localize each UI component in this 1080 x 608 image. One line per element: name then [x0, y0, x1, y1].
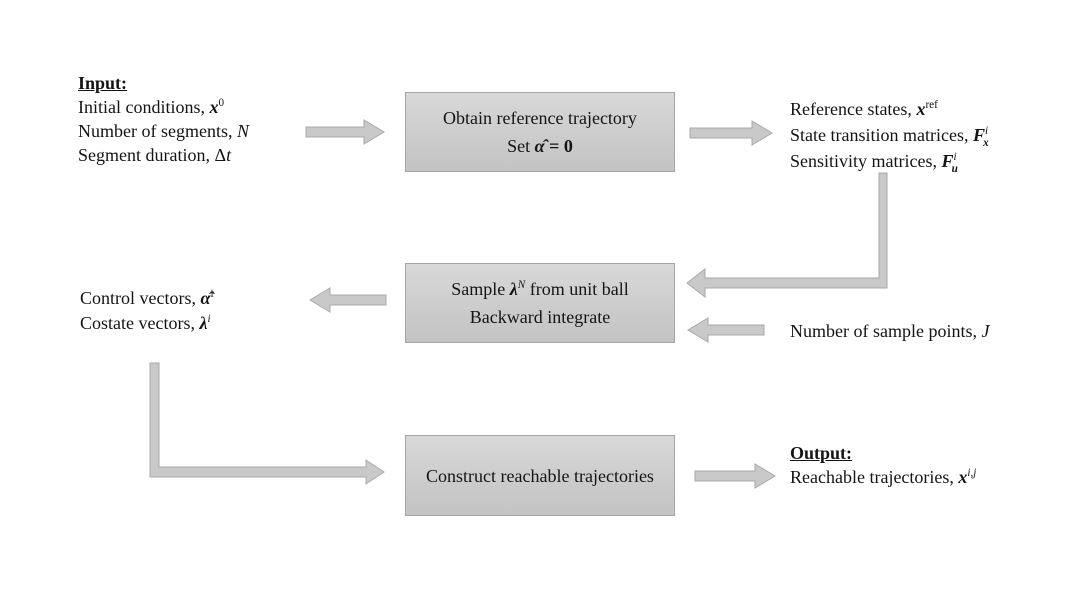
- output-line-reachable-trajectories: Reachable trajectories, xi,j: [790, 467, 977, 487]
- costate-vectors-line: Costate vectors, λi: [80, 313, 211, 333]
- input-line-initial-conditions: Initial conditions, x0: [78, 97, 225, 117]
- arrow-reference-box-to-reference-outputs-icon: [689, 120, 773, 146]
- sensitivity-matrices-line: Sensitivity matrices, Fiu: [790, 151, 958, 175]
- output-heading: Output:: [790, 443, 853, 463]
- reference-trajectory-box: Obtain reference trajectory Set α̂ = 0: [405, 92, 675, 172]
- sample-box-line1: Sample λN from unit ball: [451, 279, 629, 299]
- sample-box-line2: Backward integrate: [469, 307, 611, 327]
- input-line-segment-duration: Segment duration, Δt: [78, 145, 232, 165]
- arrow-reference-outputs-to-sample-box-icon: [686, 172, 888, 299]
- output-block: Output: Reachable trajectories, xi,j: [790, 441, 976, 489]
- arrow-sample-box-to-sample-outputs-icon: [309, 287, 387, 313]
- input-block: Input: Initial conditions, x0 Number of …: [78, 71, 249, 167]
- arrow-construct-box-to-output-icon: [694, 463, 776, 489]
- reference-states-line: Reference states, xref: [790, 99, 938, 119]
- sample-outputs-block: Control vectors, α̂i Costate vectors, λi: [80, 286, 214, 336]
- input-line-number-of-segments: Number of segments, N: [78, 121, 249, 141]
- construct-box: Construct reachable trajectories: [405, 435, 675, 516]
- construct-box-line1: Construct reachable trajectories: [426, 465, 654, 486]
- sample-box: Sample λN from unit ball Backward integr…: [405, 263, 675, 343]
- sample-points-label: Number of sample points, J: [790, 321, 990, 341]
- reference-outputs-block: Reference states, xref State transition …: [790, 96, 989, 174]
- arrow-sample-points-to-sample-box-icon: [687, 317, 765, 343]
- reference-trajectory-box-line1: Obtain reference trajectory: [443, 108, 637, 128]
- arrow-sample-outputs-to-construct-box-icon: [149, 362, 385, 485]
- arrow-input-to-reference-box-icon: [305, 119, 385, 145]
- input-heading: Input:: [78, 73, 128, 93]
- control-vectors-line: Control vectors, α̂i: [80, 288, 214, 308]
- reference-trajectory-box-line2: Set α̂ = 0: [507, 136, 573, 156]
- state-transition-matrices-line: State transition matrices, Fix: [790, 125, 989, 149]
- sample-points-block: Number of sample points, J: [790, 319, 989, 343]
